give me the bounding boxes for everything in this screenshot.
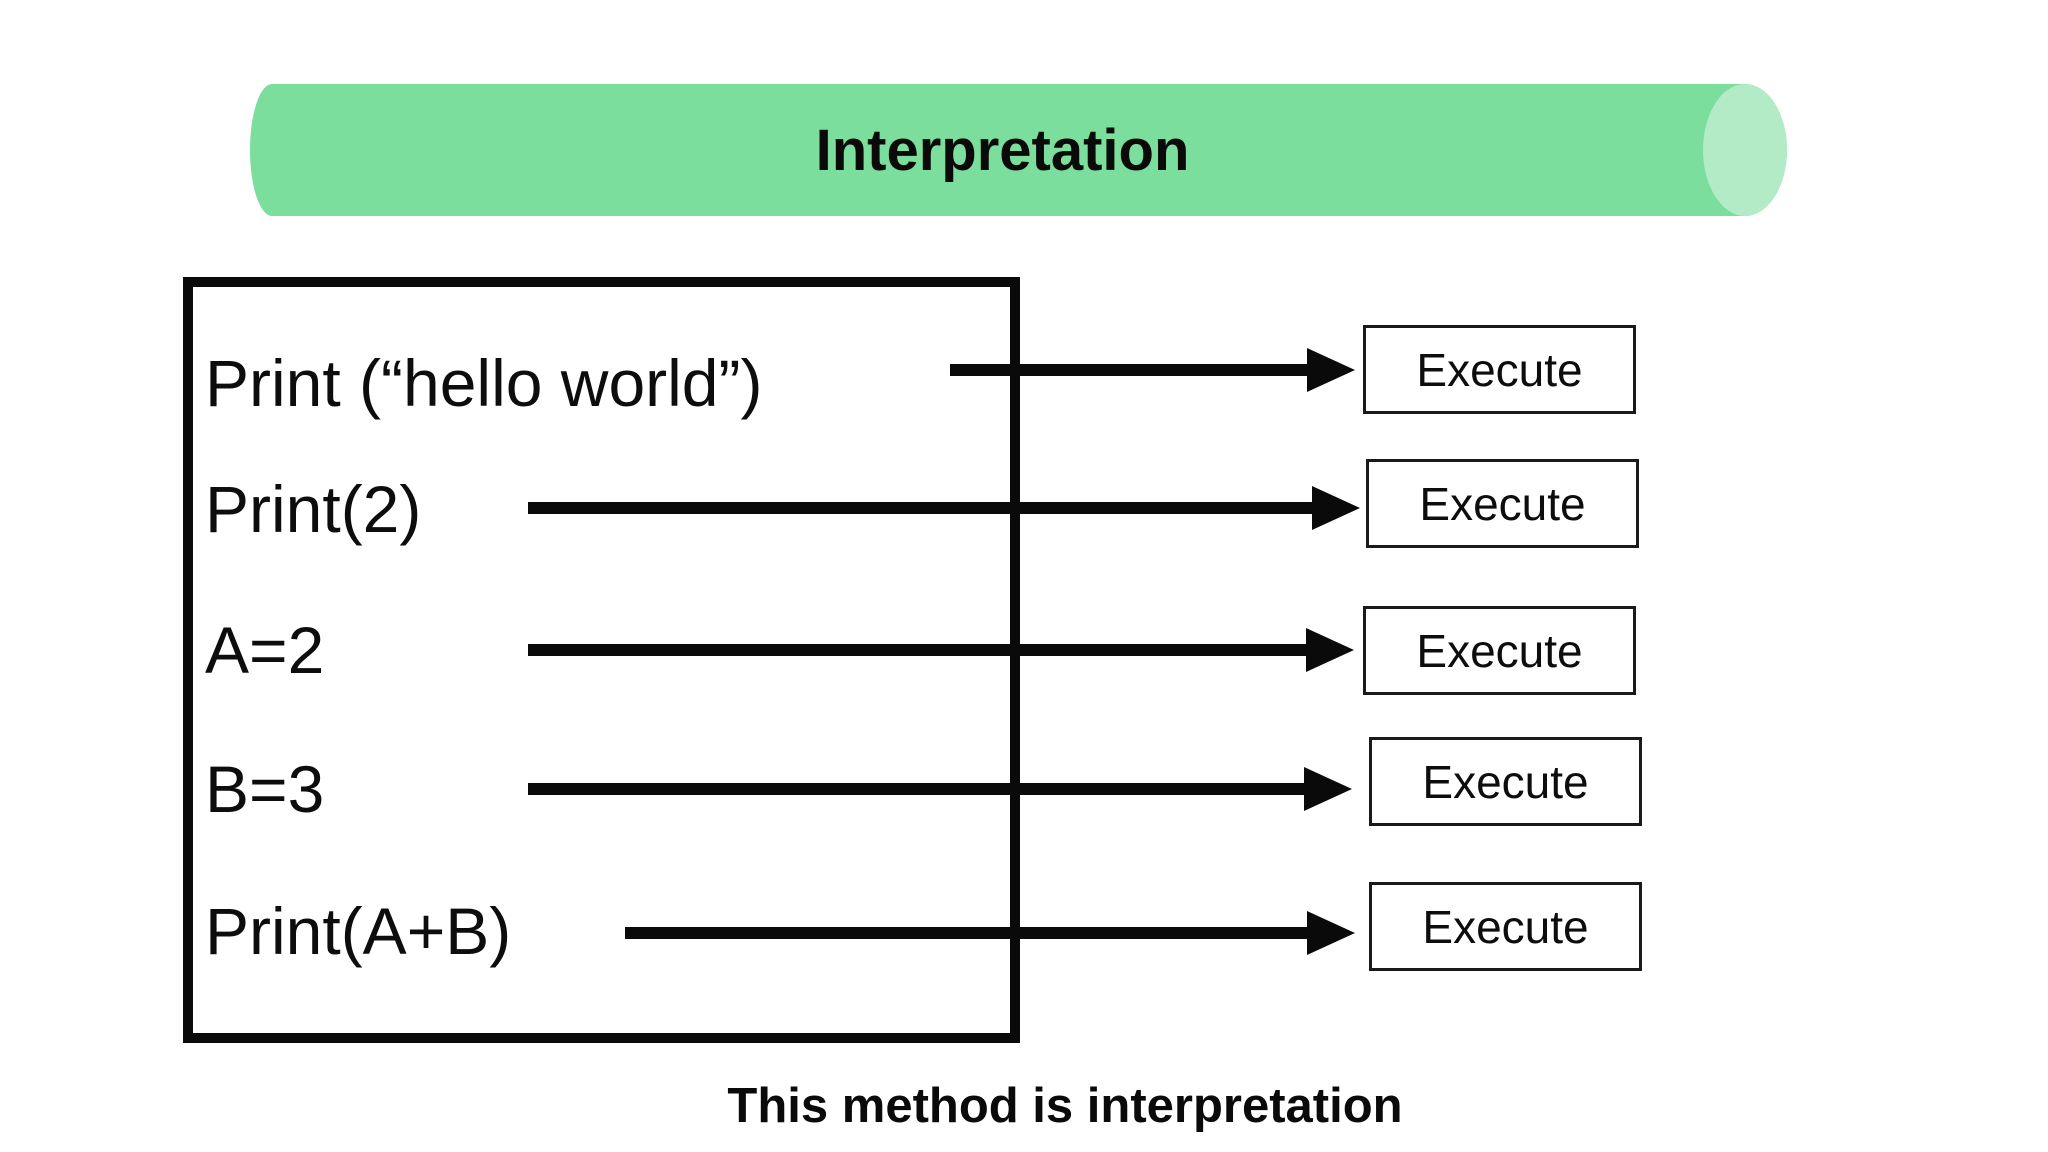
- banner-title: Interpretation: [815, 117, 1190, 183]
- execute-box-3: Execute: [1363, 606, 1636, 695]
- execute-box-5: Execute: [1369, 882, 1642, 971]
- execute-box-2: Execute: [1366, 459, 1639, 548]
- arrow-5: [625, 911, 1355, 955]
- caption: This method is interpretation: [727, 1079, 1403, 1133]
- arrow-2: [528, 486, 1360, 530]
- code-line-3: A=2: [205, 613, 325, 687]
- banner-cylinder-cap: [1703, 84, 1787, 216]
- code-line-5: Print(A+B): [205, 894, 512, 968]
- code-line-2: Print(2): [205, 472, 422, 546]
- execute-box-1: Execute: [1363, 325, 1636, 414]
- execute-box-4: Execute: [1369, 737, 1642, 826]
- code-box: [183, 277, 1020, 1043]
- banner-cylinder-body: [250, 84, 1787, 216]
- arrow-4: [528, 767, 1352, 811]
- arrow-3: [528, 628, 1354, 672]
- code-line-4: B=3: [205, 752, 325, 826]
- code-line-1: Print (“hello world”): [205, 346, 763, 420]
